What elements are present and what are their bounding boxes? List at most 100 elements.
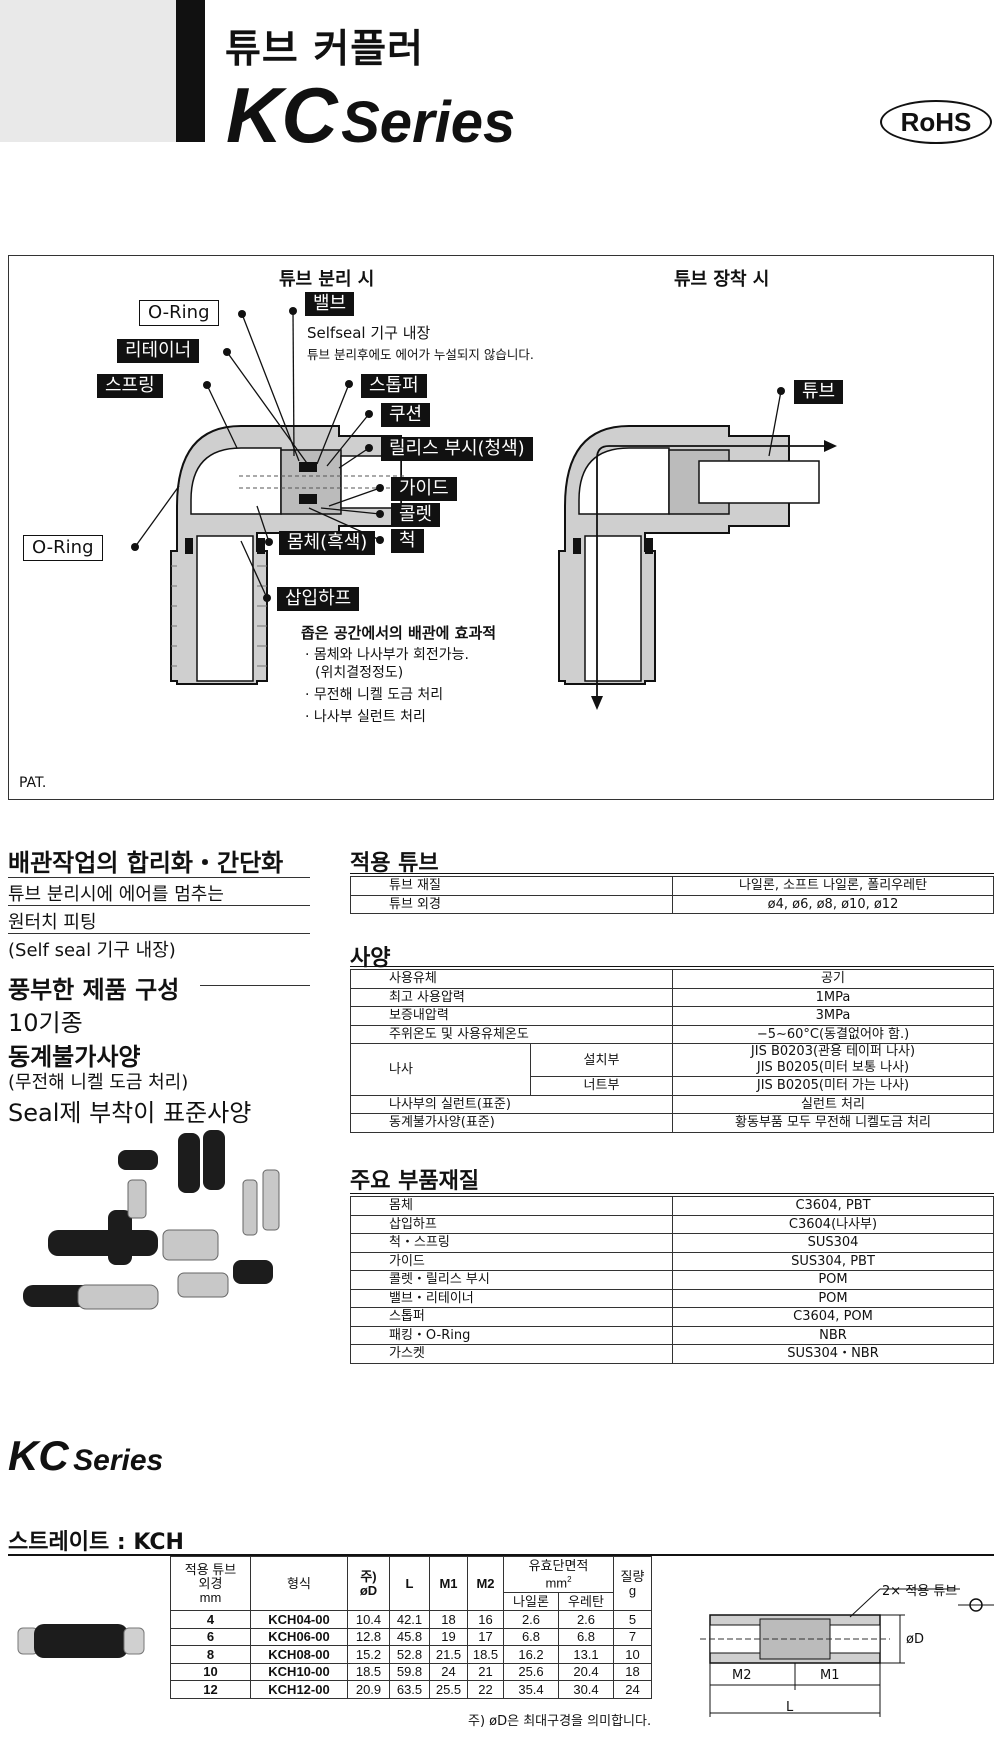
cell-model: KCH08-00 (250, 1645, 348, 1664)
kch-dimension-table: 적용 튜브 외경 mm 형식 주) øD L M1 M2 유효단면적 mm2 질… (170, 1556, 652, 1699)
label-retainer: 리테이너 (117, 339, 200, 363)
cell-m1: 19 (429, 1627, 468, 1646)
cell-key: 몸체 (350, 1196, 673, 1216)
cell-wt: 18 (613, 1662, 652, 1681)
table-row: 주위온도 및 사용유체온도 −5∼60°C(동결없어야 함.) (350, 1024, 994, 1044)
label-cushion: 쿠션 (381, 403, 431, 427)
cell-key: 보증내압력 (350, 1006, 673, 1026)
cell-ny: 16.2 (503, 1645, 559, 1664)
cell-l: 42.1 (389, 1610, 430, 1629)
table-row: 나사 설치부 JIS B0203(관용 테이퍼 나사) JIS B0205(미터… (350, 1043, 994, 1096)
diagram-right-title: 튜브 장착 시 (674, 269, 770, 290)
header-urethane: 우레탄 (558, 1592, 614, 1611)
header-m2: M2 (467, 1556, 504, 1611)
cell-value: 황동부품 모두 무전해 니켈도금 처리 (672, 1113, 994, 1133)
feature-2-title: 풍부한 제품 구성 (8, 976, 180, 1004)
cell-ur: 6.8 (558, 1627, 614, 1646)
cell-key: 스톱퍼 (350, 1307, 673, 1327)
cell-key: 패킹・O-Ring (350, 1325, 673, 1345)
cell-value: 3MPa (672, 1006, 994, 1026)
cell-tube: 6 (170, 1627, 251, 1646)
cell-m1: 24 (429, 1662, 468, 1681)
label-insert: 삽입하프 (277, 587, 360, 611)
cell-value: SUS304・NBR (672, 1344, 994, 1364)
header-nylon: 나일론 (503, 1592, 559, 1611)
drawing-m2-label: M2 (732, 1668, 752, 1683)
header-grey-block (0, 0, 176, 142)
feature-rule (200, 985, 310, 986)
cell-key: 동계불가사양(표준) (350, 1113, 673, 1133)
cell-key: 나사 (350, 1043, 531, 1096)
kch-product-photo (17, 1624, 145, 1658)
cell-m2: 16 (467, 1610, 504, 1629)
table-row: 최고 사용압력 1MPa (350, 987, 994, 1007)
series-sub: Series (341, 90, 516, 155)
table-row: 튜브 재질 나일론, 소프트 나일론, 폴리우레탄 (350, 876, 994, 896)
series-main: KC (226, 71, 338, 159)
header-weight-unit: g (628, 1582, 637, 1598)
cell-wt: 7 (613, 1627, 652, 1646)
valve-note-2: 튜브 분리후에도 에어가 누설되지 않습니다. (307, 347, 534, 362)
header-black-bar (176, 0, 205, 142)
cell-tube: 4 (170, 1610, 251, 1629)
table-header-row: 나일론 우레탄 (171, 1592, 652, 1611)
fitting-cutaway-drawing (131, 307, 837, 710)
cell-od: 15.2 (347, 1645, 390, 1664)
cell-value: NBR (672, 1325, 994, 1345)
table-row: 동계불가사양(표준) 황동부품 모두 무전해 니켈도금 처리 (350, 1113, 994, 1133)
cell-l: 63.5 (389, 1680, 430, 1699)
table-row: 사용유체 공기 (350, 969, 994, 989)
cell-m2: 21 (467, 1662, 504, 1681)
cell-value: POM (672, 1270, 994, 1290)
cell-model: KCH04-00 (250, 1610, 348, 1629)
label-valve: 밸브 (305, 292, 355, 316)
product-photo (23, 1130, 280, 1310)
cell-m2: 22 (467, 1680, 504, 1699)
tube-table: 튜브 재질 나일론, 소프트 나일론, 폴리우레탄 튜브 외경 ø4, ø6, … (350, 876, 994, 914)
cell-ur: 20.4 (558, 1662, 614, 1681)
label-oring-bottom: O-Ring (23, 535, 103, 561)
section-rule (350, 966, 994, 967)
cell-value: 1MPa (672, 987, 994, 1007)
cell-value: JIS B0205(미터 가는 나사) (672, 1076, 994, 1096)
cell-subkey: 너트부 (530, 1076, 673, 1096)
feature-rule (8, 933, 310, 934)
header-od-note: 주) (360, 1568, 377, 1584)
cell-ny: 35.4 (503, 1680, 559, 1699)
feature-1-line-c: (Self seal 기구 내장) (8, 940, 176, 961)
series-title-2: KC Series (8, 1432, 163, 1480)
cell-m1: 25.5 (429, 1680, 468, 1699)
cell-value-line: JIS B0205(미터 보통 나사) (756, 1060, 910, 1075)
label-release-bush: 릴리스 부시(청색) (381, 437, 533, 461)
cell-value: C3604, POM (672, 1307, 994, 1327)
header-model: 형식 (250, 1556, 348, 1611)
cell-key: 사용유체 (350, 969, 673, 989)
cell-tube: 12 (170, 1680, 251, 1699)
table-row: 너트부 JIS B0205(미터 가는 나사) (351, 1076, 994, 1096)
cell-value: −5∼60°C(동결없어야 함.) (672, 1024, 994, 1044)
cell-value: SUS304, PBT (672, 1251, 994, 1271)
section-rule (350, 1193, 994, 1194)
cell-ur: 2.6 (558, 1610, 614, 1629)
header-tube-line: mm (199, 1589, 222, 1605)
header-area-unit: mm2 (507, 1573, 610, 1590)
cell-od: 18.5 (347, 1662, 390, 1681)
cell-key: 삽입하프 (350, 1214, 673, 1234)
kch-dimension-drawing (700, 1588, 994, 1717)
header-od-label: øD (359, 1582, 378, 1598)
insert-note-1: · 몸체와 나사부가 회전가능. (305, 647, 469, 663)
label-guide: 가이드 (391, 477, 457, 501)
feature-1-title: 배관작업의 합리화・간단화 (8, 849, 284, 877)
cell-key: 최고 사용압력 (350, 987, 673, 1007)
table-row: 튜브 외경 ø4, ø6, ø8, ø10, ø12 (350, 894, 994, 914)
cell-value: C3604, PBT (672, 1196, 994, 1216)
cell-m1: 18 (429, 1610, 468, 1629)
label-tube: 튜브 (794, 380, 844, 404)
